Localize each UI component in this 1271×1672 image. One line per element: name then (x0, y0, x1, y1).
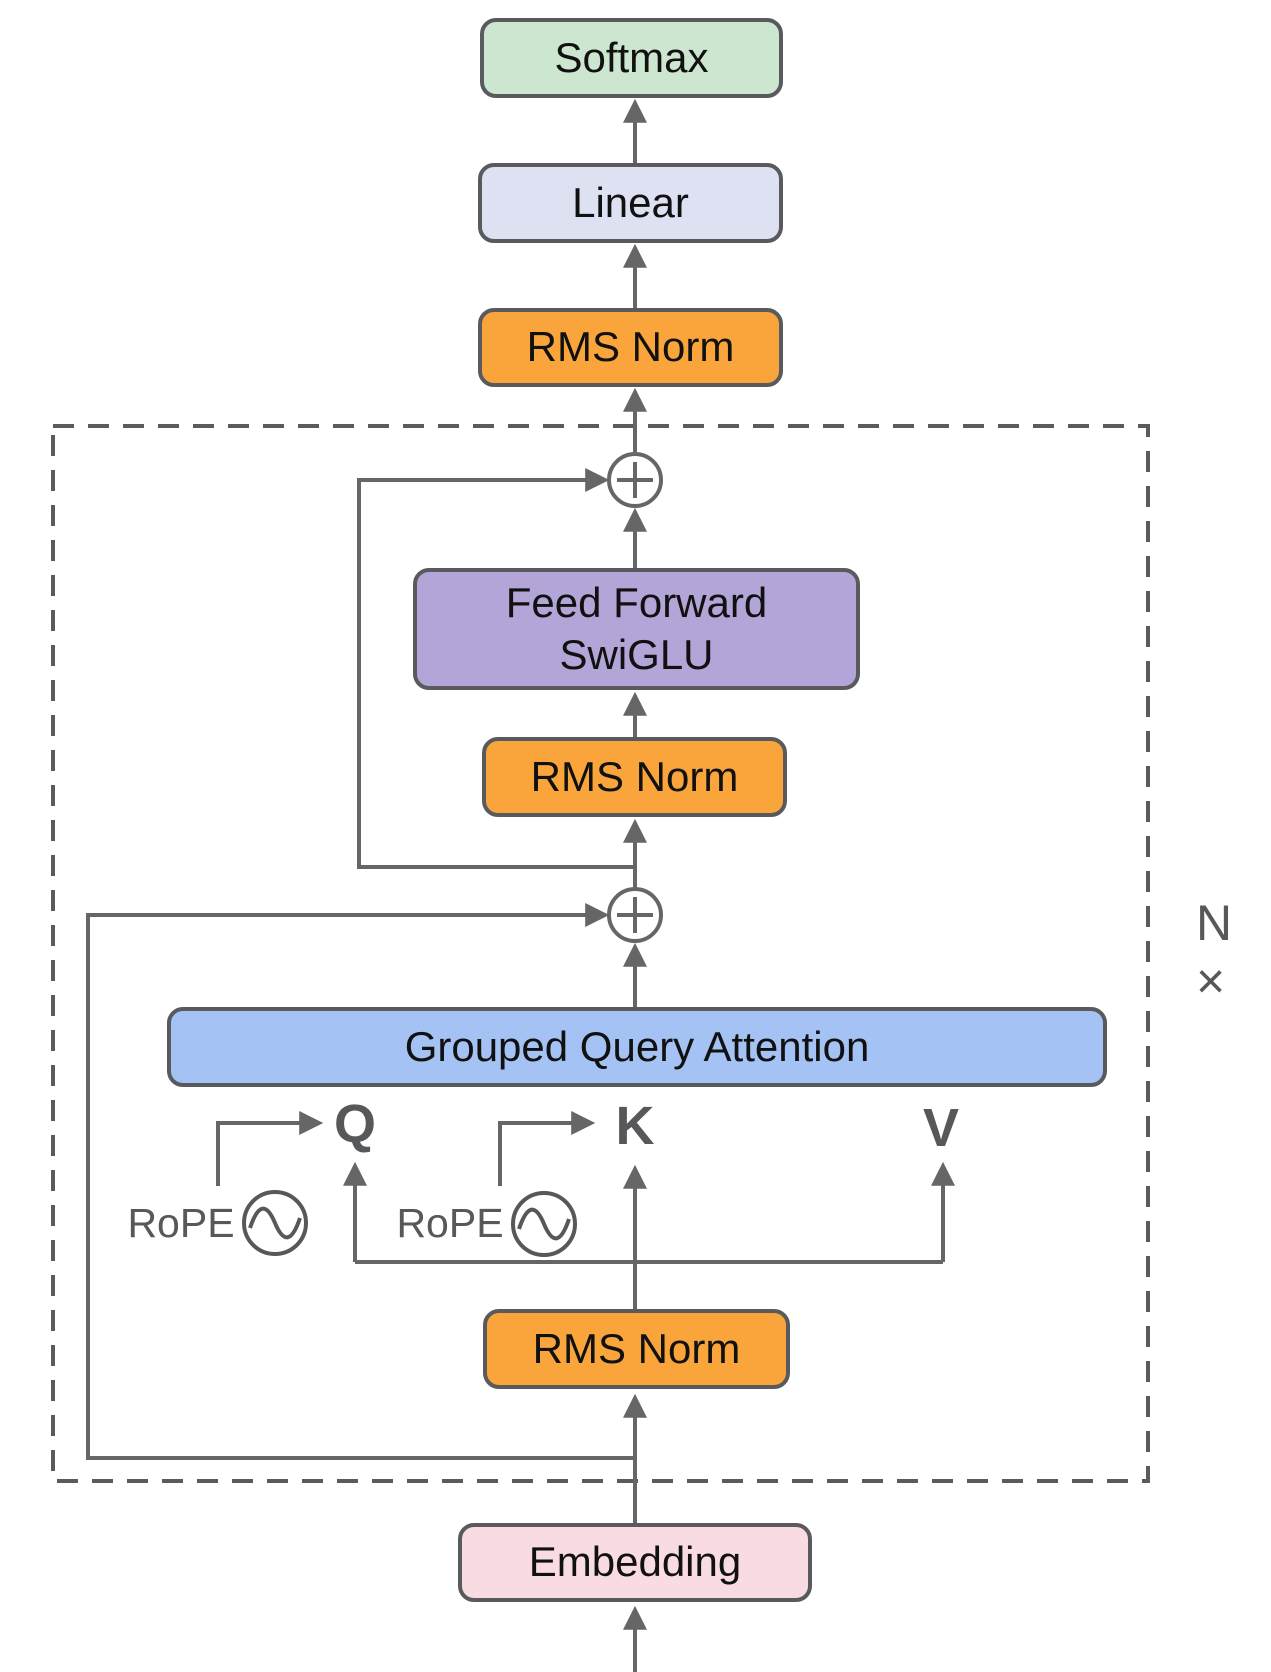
rms-norm-preattention-block: RMS Norm (483, 1309, 790, 1389)
embedding-block: Embedding (458, 1523, 812, 1602)
layer-repeat-count-label: N × (1196, 895, 1237, 1009)
add-icon-feedforward (607, 452, 663, 508)
rope-sine-icon-k (511, 1191, 577, 1257)
linear-block: Linear (478, 163, 783, 243)
rms-norm-preff-block: RMS Norm (482, 737, 787, 817)
rope-sine-icon-q (242, 1190, 308, 1256)
feed-forward-label-line2: SwiGLU (559, 631, 714, 678)
rms-norm-final-block: RMS Norm (478, 308, 783, 387)
rope-arrow-to-k (498, 1111, 596, 1186)
add-icon-attention (607, 887, 663, 943)
layer-loop-dashed-border (51, 424, 1150, 1483)
value-label: V (922, 1098, 960, 1158)
grouped-query-attention-block: Grouped Query Attention (167, 1007, 1107, 1087)
rope-arrow-to-q (216, 1111, 324, 1186)
feed-forward-label-line1: Feed Forward (505, 578, 768, 626)
key-label: K (615, 1096, 655, 1156)
rope-label-query: RoPE (127, 1199, 235, 1246)
softmax-block: Softmax (480, 18, 783, 98)
residual-feedforward-skip (357, 468, 635, 869)
rope-label-key: RoPE (396, 1199, 504, 1246)
feed-forward-swiglu-block: Feed Forward SwiGLU (413, 568, 860, 690)
residual-attention-skip (86, 903, 635, 1460)
query-label: Q (333, 1094, 376, 1154)
